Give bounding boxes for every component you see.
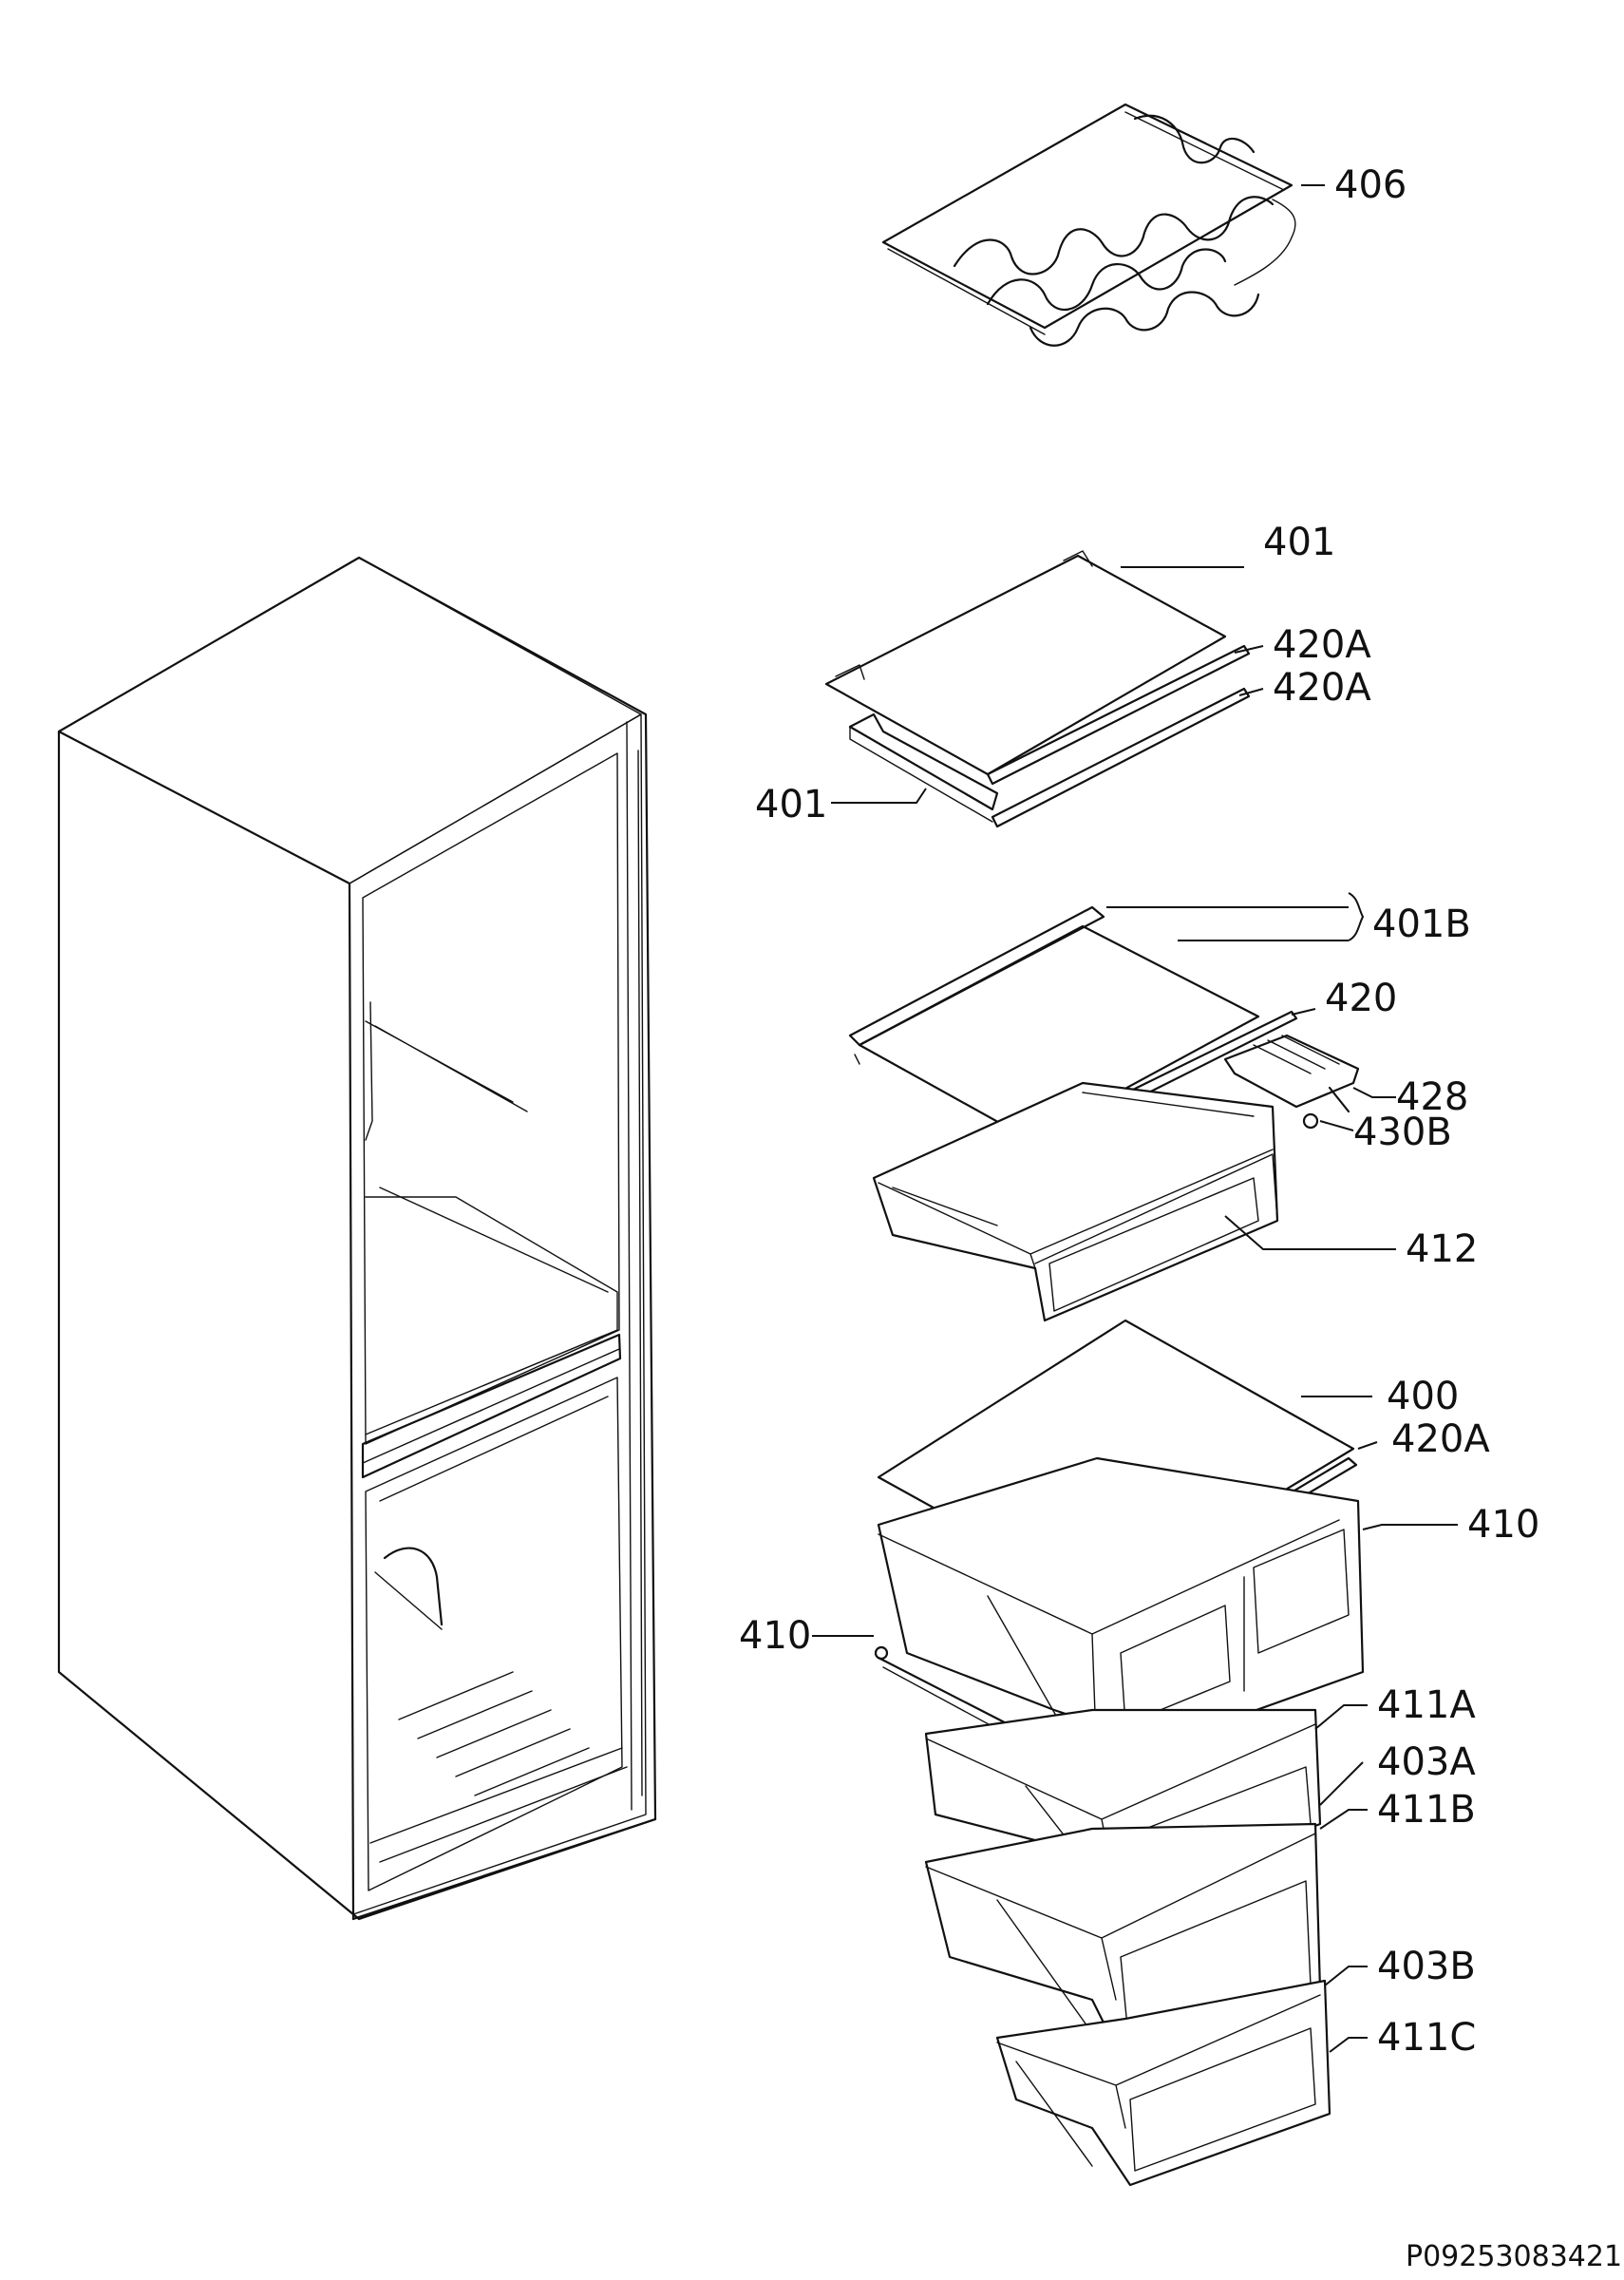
leader-420 [1291, 1008, 1316, 1016]
label-428: 428 [1396, 1075, 1468, 1119]
shelf-rail-428 [1223, 1034, 1360, 1130]
label-420A-3: 420A [1391, 1417, 1490, 1461]
label-411A: 411A [1377, 1683, 1476, 1727]
leader-411C [1329, 2037, 1368, 2053]
reference-number: P09253083421 [1406, 2240, 1622, 2273]
freezer-drawer-411C [995, 1979, 1331, 2187]
label-430B: 430B [1353, 1111, 1452, 1154]
label-401-left: 401 [755, 783, 827, 826]
label-420A-1: 420A [1273, 623, 1371, 667]
glass-shelf-401-upper [824, 550, 1251, 786]
leader-428 [1352, 1087, 1396, 1098]
leader-401B [1106, 906, 1349, 941]
leader-403B [1324, 1966, 1368, 1986]
leader-420A-2 [1238, 688, 1264, 696]
label-400: 400 [1387, 1375, 1459, 1418]
leader-403A [1319, 1761, 1364, 1806]
label-410-right: 410 [1467, 1503, 1539, 1547]
bracket-401B [1348, 892, 1365, 941]
label-410-left: 410 [739, 1614, 811, 1658]
leader-412 [1224, 1215, 1396, 1250]
leader-430B [1319, 1120, 1354, 1131]
label-401-top: 401 [1263, 521, 1335, 564]
leader-410-right [1362, 1524, 1458, 1530]
leader-401-left [831, 788, 927, 804]
glass-shelf-401-lower [848, 687, 1251, 828]
label-420A-2: 420A [1273, 666, 1371, 710]
label-403A: 403A [1377, 1740, 1476, 1784]
fridge-cabinet [57, 556, 657, 1921]
label-406: 406 [1334, 163, 1407, 207]
leader-411A [1314, 1704, 1368, 1730]
crisper-drawer-412 [872, 1081, 1279, 1322]
wine-rack-406 [881, 103, 1296, 347]
label-401B: 401B [1372, 902, 1471, 946]
label-420: 420 [1325, 977, 1397, 1020]
label-403B: 403B [1377, 1945, 1476, 1988]
leader-420A-3 [1357, 1441, 1378, 1450]
label-412: 412 [1406, 1227, 1478, 1271]
label-411B: 411B [1377, 1788, 1476, 1832]
leader-420A-1 [1234, 645, 1264, 654]
leader-411B [1319, 1809, 1368, 1830]
label-411C: 411C [1377, 2016, 1476, 2060]
